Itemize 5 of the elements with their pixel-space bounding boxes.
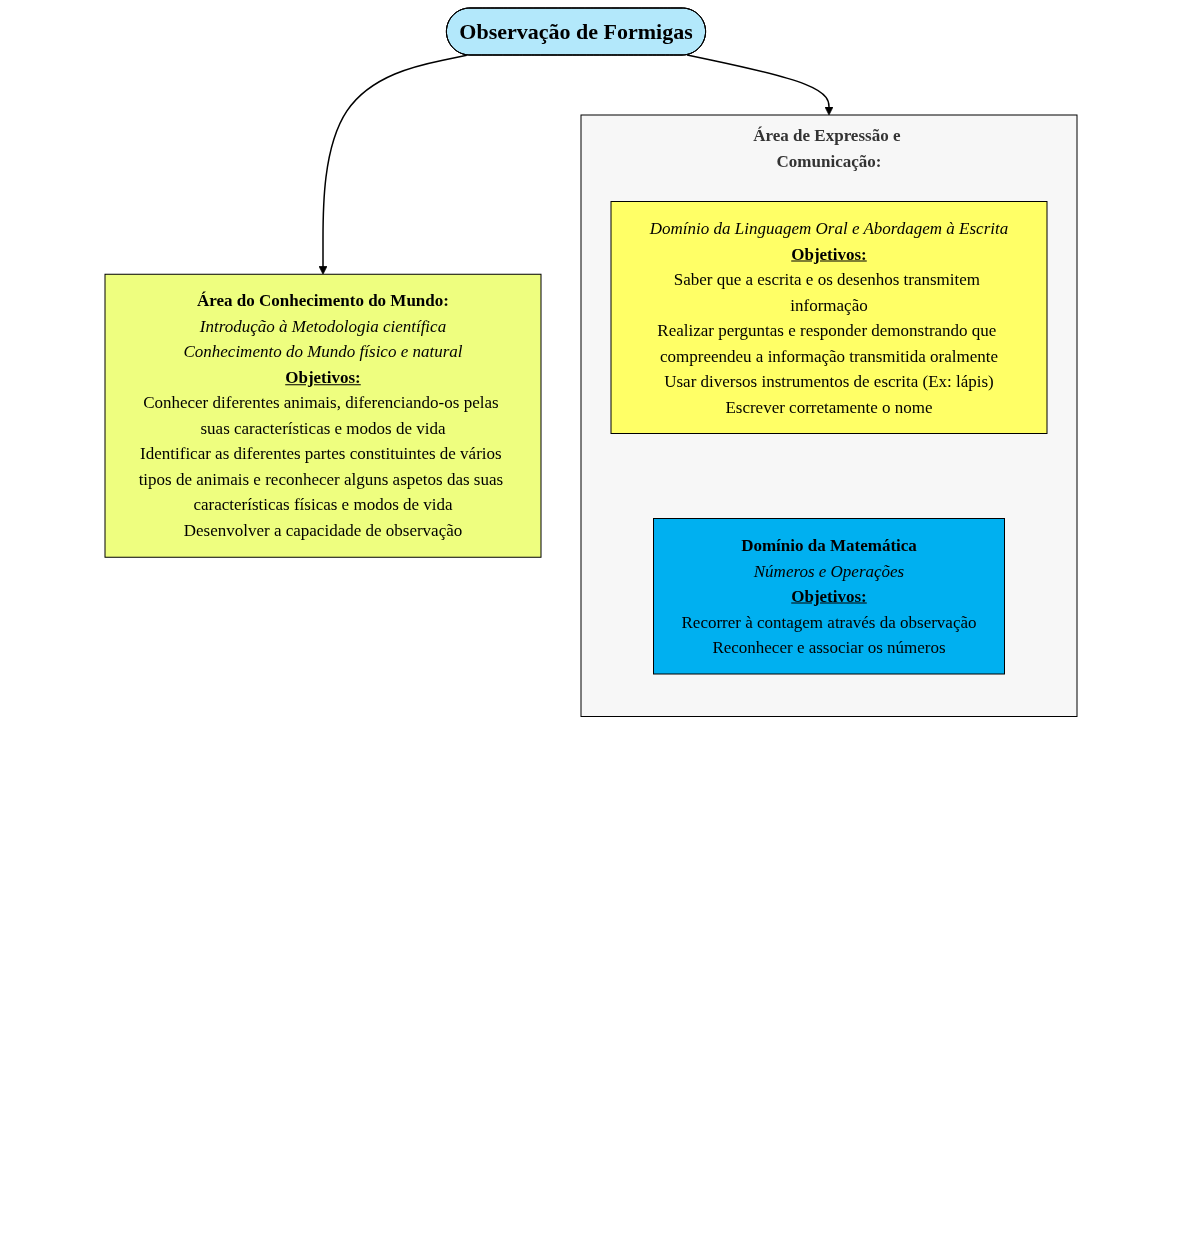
node-box: Domínio da Linguagem Oral e Abordagem à Escrita Objetivos: Saber que a escrita e os desenhos transmitem informação Realizar perguntas e responder demonstrando que compreendeu a informação transmitida oralmente Usar diversos instrumentos de escrita (Ex: lápis) Escrever corretamente o nome — [610, 201, 1048, 434]
node-box: Área do Conhecimento do Mundo: Introdução à Metodologia científica Conhecimento do Mundo físico e natural Objetivos: Conhecer diferentes animais, diferenciando-os pelas suas características e modos de vida Identificar as diferentes partes constituintes de vários tipos de animais e reconhecer alguns aspetos das suas características físicas e modos de vida Desenvolver a capacidade de observação — [104, 273, 542, 558]
arrow — [686, 54, 834, 116]
node-box: Domínio da Matemática Números e Operações Objetivos: Recorrer à contagem através da observação Reconhecer e associar os números — [653, 518, 1005, 675]
arrow — [318, 54, 468, 275]
